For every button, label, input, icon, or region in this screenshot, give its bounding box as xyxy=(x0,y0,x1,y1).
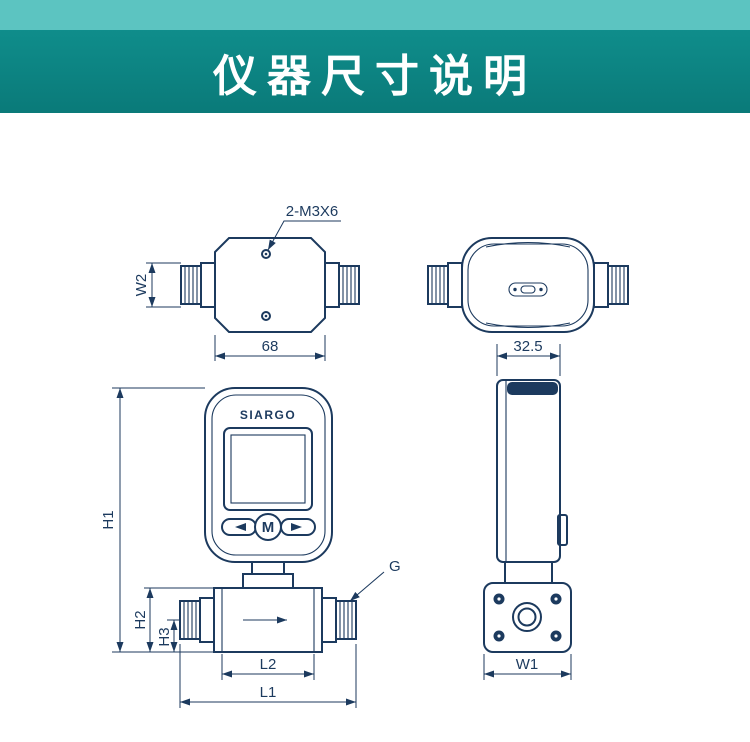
dim-label-l2: L2 xyxy=(260,656,277,673)
side-neck xyxy=(504,561,553,584)
dim-label-h3: H3 xyxy=(156,627,173,646)
m-button xyxy=(254,513,282,541)
dim-label-screw-spec: 2-M3X6 xyxy=(286,203,339,220)
port-hole xyxy=(512,602,542,632)
rear-view-body xyxy=(461,237,595,333)
pipe-connector xyxy=(593,262,629,308)
pipe-connector xyxy=(180,262,216,308)
m-button-label: M xyxy=(262,519,275,536)
pipe-connector xyxy=(427,262,463,308)
side-top-cap xyxy=(507,382,558,395)
screw-hole xyxy=(261,311,271,321)
page-title: 仪器尺寸说明 xyxy=(213,51,537,101)
dim-label-h1: H1 xyxy=(100,510,117,529)
title-banner: 仪器尺寸说明 xyxy=(0,30,750,113)
dim-label-w1: W1 xyxy=(516,656,539,673)
dim-label-top-width: 68 xyxy=(262,338,279,355)
page-top-strip xyxy=(0,0,750,30)
top-view-drawing: 2-M3X6 W2 68 xyxy=(133,203,360,361)
top-view-body xyxy=(214,237,326,333)
flange xyxy=(483,582,572,653)
side-tab xyxy=(557,514,568,546)
right-arrow-icon xyxy=(291,523,302,531)
pipe-connector xyxy=(179,597,215,643)
dim-label-l1: L1 xyxy=(260,684,277,701)
front-view-drawing: SIARGO M G H1 H2 H3 xyxy=(100,387,401,708)
rear-view-drawing: 32.5 xyxy=(427,237,629,376)
dim-label-side-width: 32.5 xyxy=(513,338,542,355)
pipe-connector xyxy=(321,597,357,643)
dim-label-h2: H2 xyxy=(132,610,149,629)
left-arrow-icon xyxy=(235,523,246,531)
pipe-connector xyxy=(324,262,360,308)
dimension-drawing: 2-M3X6 W2 68 32.5 SIARGO xyxy=(100,203,629,708)
device-brand: SIARGO xyxy=(240,408,296,422)
lcd-screen xyxy=(223,427,313,511)
neck xyxy=(251,561,285,575)
dim-label-w2: W2 xyxy=(133,274,150,297)
screw-hole xyxy=(261,249,271,259)
side-view-drawing: W1 xyxy=(483,379,572,680)
dim-label-thread: G xyxy=(389,558,401,575)
collar xyxy=(242,573,294,589)
rear-window xyxy=(508,282,548,297)
